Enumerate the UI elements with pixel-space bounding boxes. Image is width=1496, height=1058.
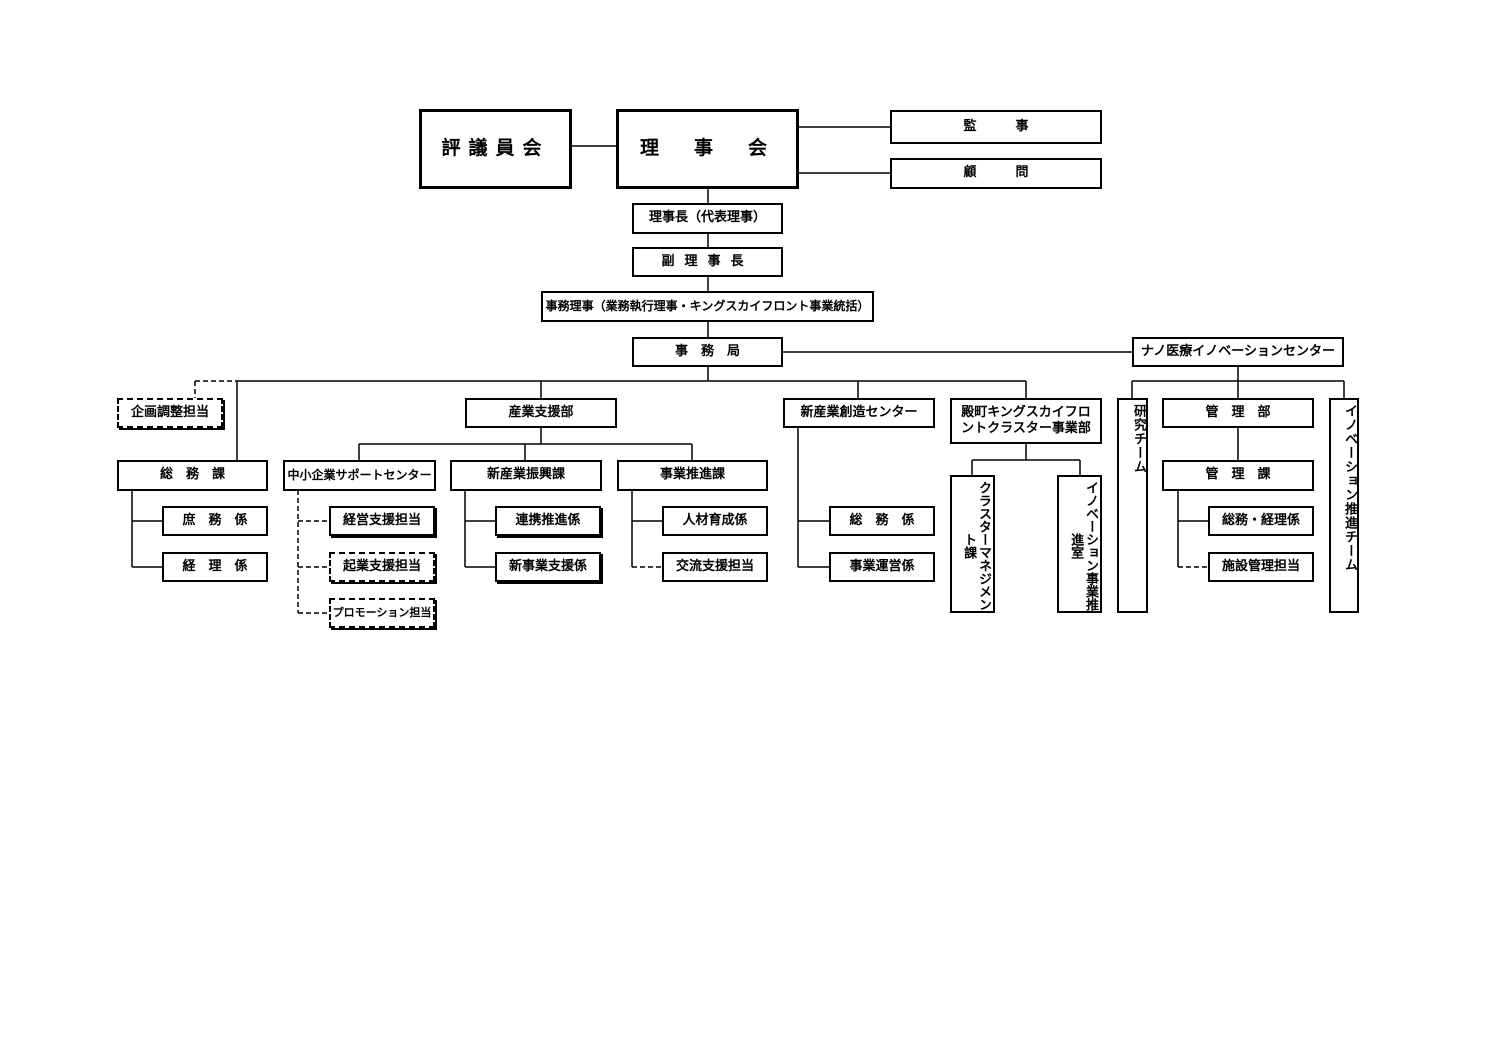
innovation-team-box: イノベーション推進チーム: [1329, 398, 1359, 613]
innovation-suishin-box: イノベーション事業推進室: [1057, 475, 1102, 613]
jimuriji-box: 事務理事（業務執行理事・キングスカイフロント事業統括）: [541, 291, 874, 322]
shinjigyo-shien-box: 新事業支援係: [495, 552, 601, 582]
shinsangyo-shinko-ka-box: 新産業振興課: [450, 460, 602, 491]
jinzai-ikusei-box: 人材育成係: [662, 506, 768, 536]
jigyo-unei-box: 事業運営係: [829, 552, 935, 582]
kanri-bu-box: 管 理 部: [1162, 398, 1314, 428]
shinsangyo-sozo-center-box: 新産業創造センター: [783, 398, 935, 428]
promotion-box: プロモーション担当: [329, 598, 435, 628]
shomu-gakari-box: 庶 務 係: [162, 506, 268, 536]
chusho-center-box: 中小企業サポートセンター: [283, 460, 436, 491]
renkei-suishin-box: 連携推進係: [495, 506, 601, 536]
tonomachi-bu-box: 殿町キングスカイフロントクラスター事業部: [950, 398, 1102, 444]
shisetsu-kanri-box: 施設管理担当: [1208, 552, 1314, 582]
somu-ka-box: 総 務 課: [117, 460, 268, 491]
somu-keiri-box: 総務・経理係: [1208, 506, 1314, 536]
kanri-ka-box: 管 理 課: [1162, 460, 1314, 491]
fukurijicho-box: 副理事長: [632, 247, 783, 277]
nano-center-box: ナノ医療イノベーションセンター: [1132, 337, 1344, 367]
kanji-box: 監 事: [890, 110, 1102, 144]
jigyo-suishin-ka-box: 事業推進課: [617, 460, 768, 491]
keiei-shien-box: 経営支援担当: [329, 506, 435, 536]
rijikai-box: 理 事 会: [616, 109, 799, 189]
sangyo-shien-bu-box: 産業支援部: [465, 398, 617, 428]
sozo-somu-box: 総 務 係: [829, 506, 935, 536]
hyogiinkai-box: 評議員会: [419, 109, 572, 189]
komon-box: 顧 問: [890, 158, 1102, 189]
kikaku-box: 企画調整担当: [117, 398, 223, 428]
kenkyu-team-box: 研究チーム: [1117, 398, 1148, 613]
rijicho-box: 理事長（代表理事）: [632, 203, 783, 234]
jimukyoku-box: 事 務 局: [632, 337, 783, 367]
kigyo-shien-box: 起業支援担当: [329, 552, 435, 582]
koryu-shien-box: 交流支援担当: [662, 552, 768, 582]
keiri-gakari-box: 経 理 係: [162, 552, 268, 582]
cluster-manage-box: クラスターマネジメント課: [950, 475, 995, 613]
